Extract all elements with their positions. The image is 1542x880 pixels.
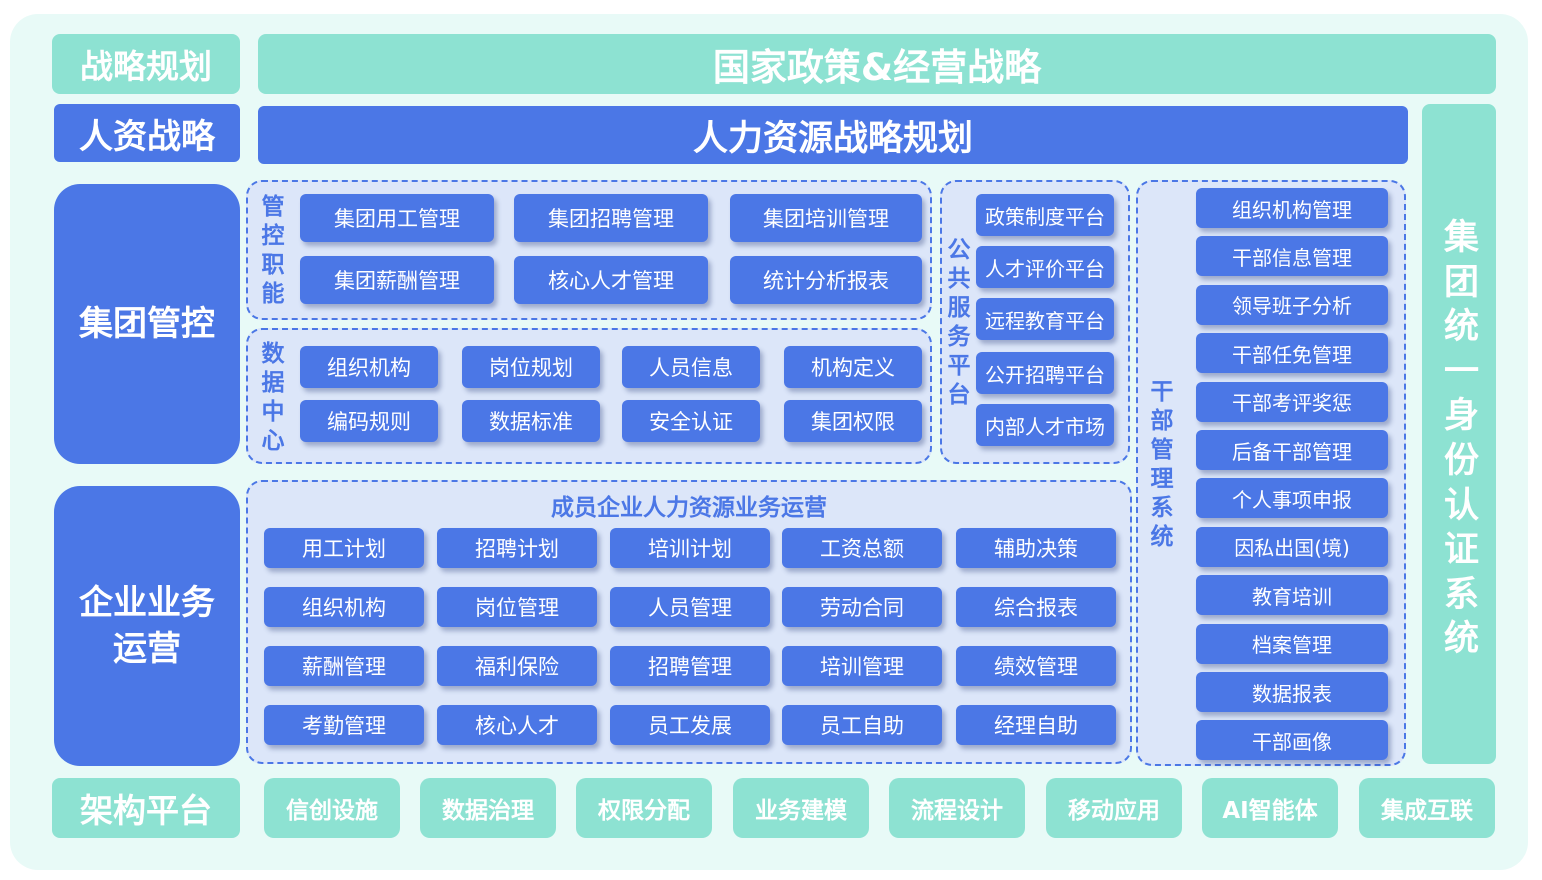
public-service-item[interactable]: 远程教育平台 [976,298,1114,340]
data-center-item[interactable]: 集团权限 [784,400,922,442]
data-center-item[interactable]: 机构定义 [784,346,922,388]
platform-item[interactable]: 信创设施 [264,778,400,838]
control-function-item[interactable]: 集团薪酬管理 [300,256,494,304]
platform-item[interactable]: 流程设计 [889,778,1025,838]
enterprise-ops-item[interactable]: 员工发展 [610,705,770,745]
enterprise-ops-title: 成员企业人力资源业务运营 [551,495,827,521]
data-center-item[interactable]: 安全认证 [622,400,760,442]
cadre-system-item[interactable]: 干部考评奖惩 [1196,381,1388,422]
strategy-banner: 国家政策&经营战略 [258,34,1496,94]
public-service-item[interactable]: 内部人才市场 [976,404,1114,446]
data-center-item[interactable]: 人员信息 [622,346,760,388]
platform-row-label: 架构平台 [52,778,240,838]
enterprise-ops-item[interactable]: 辅助决策 [956,528,1116,568]
cadre-system-item[interactable]: 领导班子分析 [1196,284,1388,325]
strategy-row-label: 战略规划 [52,34,240,94]
enterprise-ops-item[interactable]: 薪酬管理 [264,646,424,686]
identity-system-column: 集团统一身份认证系统 [1422,104,1496,764]
enterprise-ops-item[interactable]: 人员管理 [610,587,770,627]
control-function-item[interactable]: 集团用工管理 [300,194,494,242]
control-function-item[interactable]: 核心人才管理 [514,256,708,304]
control-function-item[interactable]: 统计分析报表 [730,256,922,304]
enterprise-ops-item[interactable]: 绩效管理 [956,646,1116,686]
enterprise-ops-row-label: 企业业务 运营 [54,486,240,766]
enterprise-ops-item[interactable]: 福利保险 [437,646,597,686]
enterprise-ops-item[interactable]: 综合报表 [956,587,1116,627]
cadre-system-item[interactable]: 干部信息管理 [1196,236,1388,277]
hr-strategy-row-label: 人资战略 [54,104,240,162]
platform-item[interactable]: 集成互联 [1359,778,1495,838]
enterprise-ops-item[interactable]: 培训计划 [610,528,770,568]
platform-item[interactable]: 权限分配 [576,778,712,838]
platform-item[interactable]: 业务建模 [733,778,869,838]
enterprise-ops-label-line2: 运营 [113,629,181,669]
enterprise-ops-item[interactable]: 劳动合同 [782,587,942,627]
platform-item[interactable]: 数据治理 [420,778,556,838]
enterprise-ops-label-line1: 企业业务 [79,583,215,623]
cadre-system-item[interactable]: 教育培训 [1196,575,1388,616]
cadre-system-item[interactable]: 后备干部管理 [1196,430,1388,470]
enterprise-ops-item[interactable]: 培训管理 [782,646,942,686]
cadre-system-item[interactable]: 因私出国(境) [1196,526,1388,567]
control-function-item[interactable]: 集团招聘管理 [514,194,708,242]
public-service-item[interactable]: 人才评价平台 [976,246,1114,288]
hr-strategy-banner: 人力资源战略规划 [258,106,1408,164]
platform-item[interactable]: AI智能体 [1202,778,1338,838]
public-service-item[interactable]: 公开招聘平台 [976,352,1114,394]
cadre-system-item[interactable]: 干部画像 [1196,720,1388,761]
control-functions-label: 管控职能 [261,194,285,307]
enterprise-ops-item[interactable]: 用工计划 [264,528,424,568]
cadre-system-item[interactable]: 干部任免管理 [1196,333,1388,374]
enterprise-ops-item[interactable]: 核心人才 [437,705,597,745]
identity-system-label: 集团统一身份认证系统 [1444,218,1480,660]
cadre-system-item[interactable]: 档案管理 [1196,623,1388,664]
enterprise-ops-item[interactable]: 招聘计划 [437,528,597,568]
cadre-system-panel [1136,180,1406,766]
enterprise-ops-item[interactable]: 经理自助 [956,705,1116,745]
enterprise-ops-item[interactable]: 招聘管理 [610,646,770,686]
data-center-item[interactable]: 数据标准 [462,400,600,442]
cadre-system-item[interactable]: 数据报表 [1196,672,1388,712]
public-service-item[interactable]: 政策制度平台 [976,194,1114,236]
public-service-label: 公共服务平台 [947,237,971,408]
group-control-row-label: 集团管控 [54,184,240,464]
cadre-system-item[interactable]: 个人事项申报 [1196,478,1388,519]
data-center-item[interactable]: 组织机构 [300,346,438,388]
data-center-item[interactable]: 编码规则 [300,400,438,442]
enterprise-ops-item[interactable]: 岗位管理 [437,587,597,627]
data-center-label: 数据中心 [261,341,285,454]
enterprise-ops-item[interactable]: 员工自助 [782,705,942,745]
data-center-item[interactable]: 岗位规划 [462,346,600,388]
platform-item[interactable]: 移动应用 [1046,778,1182,838]
enterprise-ops-item[interactable]: 工资总额 [782,528,942,568]
enterprise-ops-item[interactable]: 考勤管理 [264,705,424,745]
cadre-system-label: 干部管理系统 [1150,379,1174,550]
enterprise-ops-item[interactable]: 组织机构 [264,587,424,627]
cadre-system-item[interactable]: 组织机构管理 [1196,188,1388,228]
control-function-item[interactable]: 集团培训管理 [730,194,922,242]
